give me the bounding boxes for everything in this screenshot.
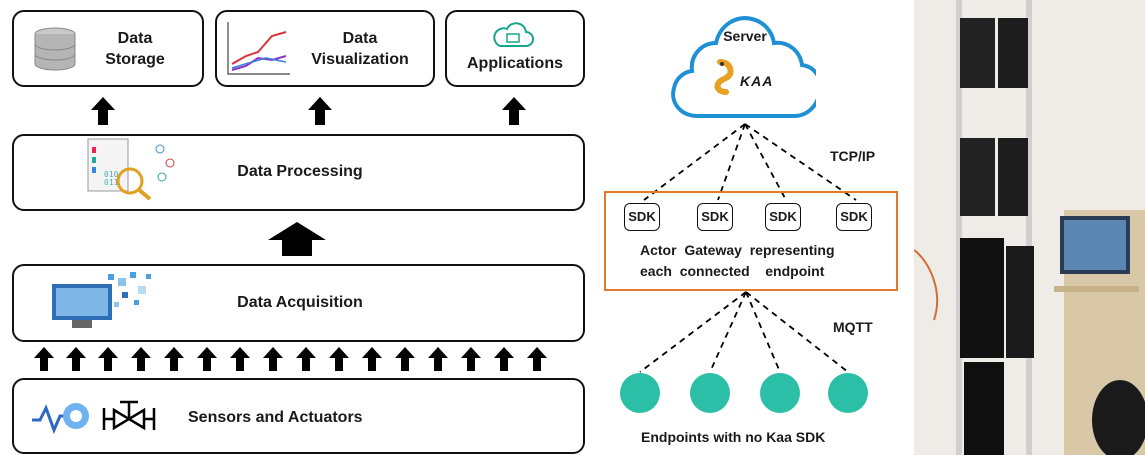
svg-text:010: 010 (104, 170, 119, 179)
tcp-ip-label: TCP/IP (830, 148, 876, 164)
up-arrow-icon (308, 97, 332, 125)
server-rack-photo (914, 0, 1145, 455)
sdk-gateway: SDK (697, 203, 733, 231)
cloud-apps-icon (493, 22, 534, 47)
mqtt-label: MQTT (833, 319, 873, 335)
sensor-arrows (34, 347, 564, 371)
database-icon (34, 27, 76, 71)
up-arrow-icon (502, 97, 526, 125)
server-cloud (671, 16, 816, 118)
sensors-actuators-label: Sensors and Actuators (188, 409, 363, 426)
applications-label: Applications (466, 55, 563, 72)
endpoint-chip-icon (690, 373, 730, 413)
connection-lines (639, 123, 857, 373)
svg-text:011: 011 (104, 178, 119, 187)
up-arrow-icon (91, 97, 115, 125)
sdk-actor: SDK (624, 203, 660, 231)
gateway-text-line1: Actor Gateway representing (640, 242, 835, 258)
data-acquisition-icon (52, 272, 151, 328)
sdk-representing: SDK (765, 203, 801, 231)
kaa-snake-icon (714, 59, 734, 95)
gateway-box (604, 191, 898, 291)
endpoint-chip-icon (620, 373, 660, 413)
gateway-text-line2: each connected endpoint (640, 263, 825, 279)
data-acquisition-label: Data Acquisition (237, 294, 363, 311)
document-analysis-icon: 010 011 (87, 138, 175, 201)
endpoint-chip-icon (760, 373, 800, 413)
data-visualization-label: Data Visualization (311, 30, 409, 68)
endpoints-label: Endpoints with no Kaa SDK (641, 429, 826, 445)
sdk-endpoint: SDK (836, 203, 872, 231)
endpoint-chip-icon (828, 373, 868, 413)
sensors-actuators-box (12, 378, 585, 454)
line-chart-icon (227, 22, 290, 75)
sensor-icon (32, 403, 89, 435)
up-arrow-icon (268, 222, 326, 256)
valve-icon (102, 400, 156, 431)
kaa-logo: KAA (740, 73, 774, 89)
server-label: Server (723, 28, 767, 44)
data-storage-label: Data Storage (105, 30, 165, 68)
data-processing-label: Data Processing (237, 163, 363, 180)
